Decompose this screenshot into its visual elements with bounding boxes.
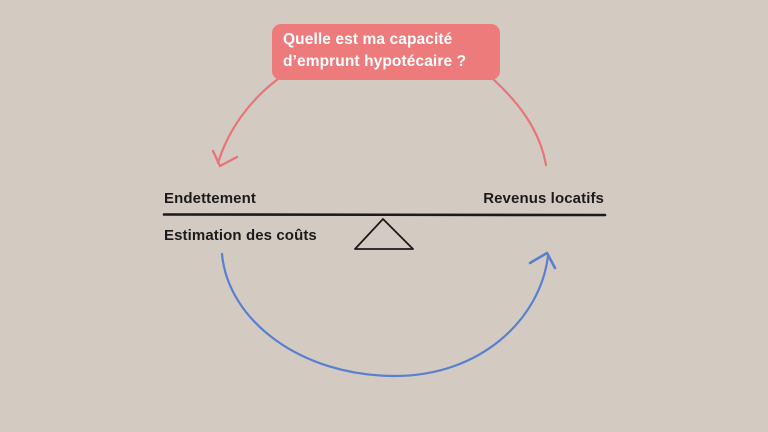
red-arc-left — [216, 77, 280, 165]
question-line-1: Quelle est ma capacité — [283, 31, 453, 48]
arrow-head-icon — [211, 149, 239, 168]
question-line-2: d’emprunt hypotécaire ? — [283, 53, 467, 70]
label-revenus-locatifs: Revenus locatifs — [483, 190, 604, 207]
label-estimation-couts: Estimation des coûts — [164, 227, 317, 244]
label-endettement: Endettement — [164, 190, 256, 207]
balance-beam — [162, 213, 607, 217]
question-bubble: Quelle est ma capacité d’emprunt hypotéc… — [272, 24, 500, 80]
arrow-head-icon — [528, 251, 557, 270]
triangle-fulcrum-icon — [354, 218, 414, 250]
blue-arc — [220, 252, 550, 378]
red-arc-right — [491, 77, 548, 167]
